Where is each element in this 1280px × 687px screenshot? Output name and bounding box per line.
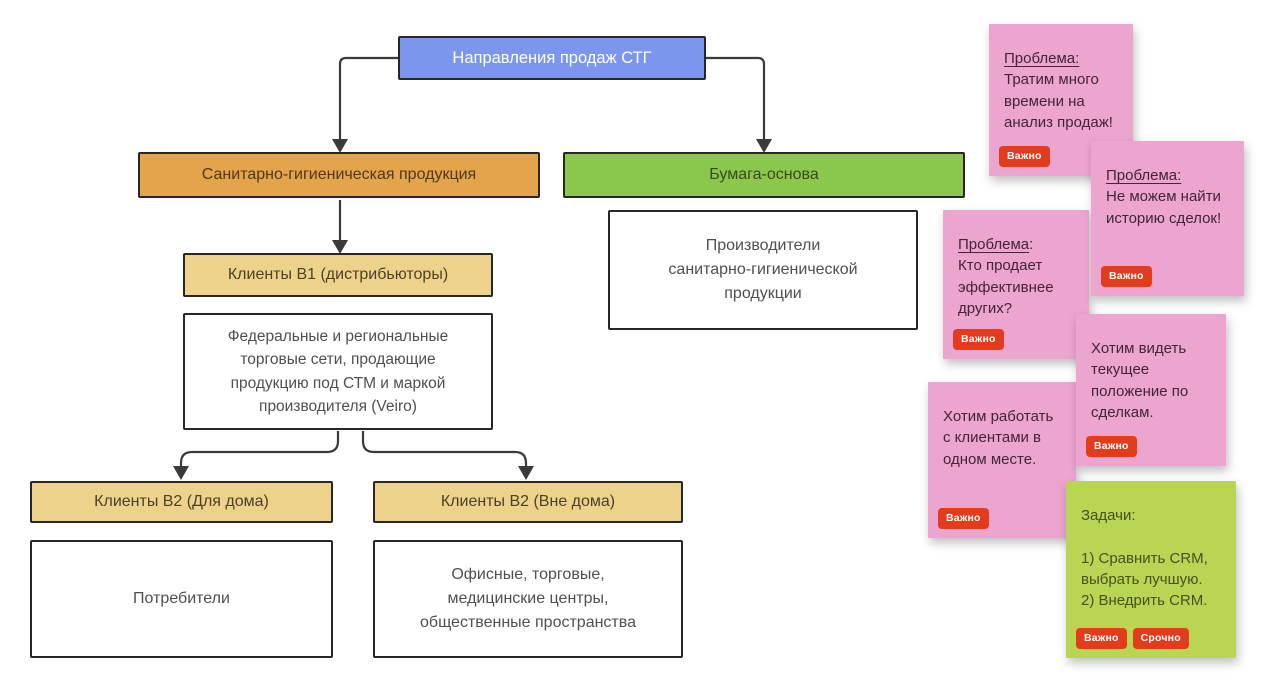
node-clients-b1[interactable]: Клиенты B1 (дистрибьюторы) bbox=[183, 253, 493, 297]
node-offices[interactable]: Офисные, торговые, медицинские центры, о… bbox=[373, 540, 683, 658]
node-sanitary-products[interactable]: Санитарно-гигиеническая продукция bbox=[138, 152, 540, 198]
sticky-body: Задачи: 1) Сравнить CRM, выбрать лучшую.… bbox=[1081, 507, 1208, 610]
node-paper-base[interactable]: Бумага-основа bbox=[563, 152, 965, 198]
node-consumers[interactable]: Потребители bbox=[30, 540, 333, 658]
node-producers[interactable]: Производители санитарно-гигиенической пр… bbox=[608, 210, 918, 330]
sticky-body: Хотим работать с клиентами в одном месте… bbox=[943, 408, 1054, 468]
tag-urgent[interactable]: Срочно bbox=[1132, 628, 1189, 649]
tag-important[interactable]: Важно bbox=[953, 329, 1004, 350]
tag-important[interactable]: Важно bbox=[1076, 628, 1127, 649]
sticky-problem-history[interactable]: Проблема: Не можем найти историю сделок!… bbox=[1091, 141, 1244, 296]
tag-important[interactable]: Важно bbox=[1086, 436, 1137, 457]
sticky-body: Тратим много времени на анализ продаж! bbox=[1004, 71, 1113, 131]
sticky-wish-clients-one-place[interactable]: Хотим работать с клиентами в одном месте… bbox=[928, 382, 1076, 538]
sticky-wish-deal-status[interactable]: Хотим видеть текущее положение по сделка… bbox=[1076, 314, 1226, 466]
tag-important[interactable]: Важно bbox=[938, 508, 989, 529]
sticky-header: Проблема: bbox=[1004, 50, 1080, 67]
node-sales-directions[interactable]: Направления продаж СТГ bbox=[398, 36, 706, 80]
node-federal-chains[interactable]: Федеральные и региональные торговые сети… bbox=[183, 313, 493, 430]
tag-important[interactable]: Важно bbox=[999, 146, 1050, 167]
node-clients-b2-home[interactable]: Клиенты B2 (Для дома) bbox=[30, 481, 333, 523]
sticky-body: Не можем найти историю сделок! bbox=[1106, 188, 1222, 227]
sticky-body: Кто продает эффективнее других? bbox=[958, 257, 1054, 317]
sticky-body: Хотим видеть текущее положение по сделка… bbox=[1091, 340, 1189, 421]
sticky-problem-effectiveness[interactable]: Проблема: Кто продает эффективнее других… bbox=[943, 210, 1089, 359]
tag-important[interactable]: Важно bbox=[1101, 266, 1152, 287]
sticky-tasks-crm[interactable]: Задачи: 1) Сравнить CRM, выбрать лучшую.… bbox=[1066, 481, 1236, 658]
sticky-header: Проблема: bbox=[1106, 167, 1182, 184]
sticky-header: Проблема: bbox=[958, 236, 1034, 253]
node-clients-b2-away[interactable]: Клиенты B2 (Вне дома) bbox=[373, 481, 683, 523]
